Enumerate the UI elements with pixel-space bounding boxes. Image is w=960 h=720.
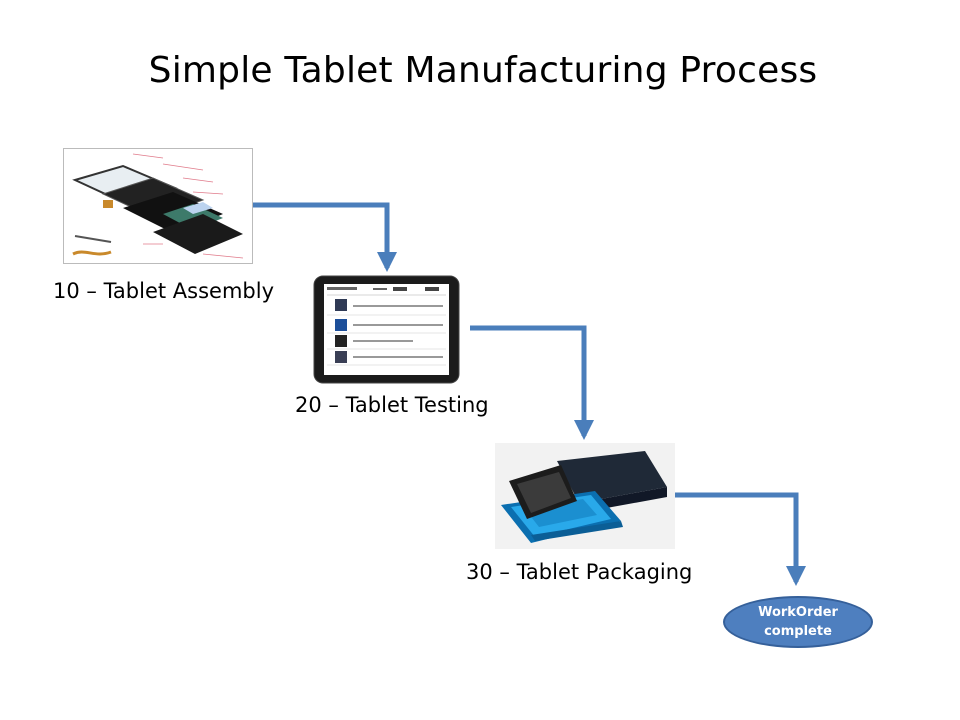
end-node-line1: WorkOrder [758, 605, 838, 620]
step-label-packaging: 30 – Tablet Packaging [466, 560, 693, 584]
arrow-packaging-to-complete [675, 492, 806, 586]
arrow-assembly-to-testing [253, 202, 397, 272]
tablet-assembly-image [63, 148, 253, 264]
step-label-testing: 20 – Tablet Testing [295, 393, 489, 417]
diagram-title: Simple Tablet Manufacturing Process [148, 50, 818, 91]
tablet-testing-image [313, 275, 460, 384]
end-node-line2: complete [764, 624, 832, 639]
step-label-assembly: 10 – Tablet Assembly [53, 279, 275, 303]
workorder-complete-node: WorkOrder complete [723, 596, 873, 648]
tablet-packaging-image [495, 443, 675, 549]
arrow-testing-to-packaging [470, 325, 594, 440]
